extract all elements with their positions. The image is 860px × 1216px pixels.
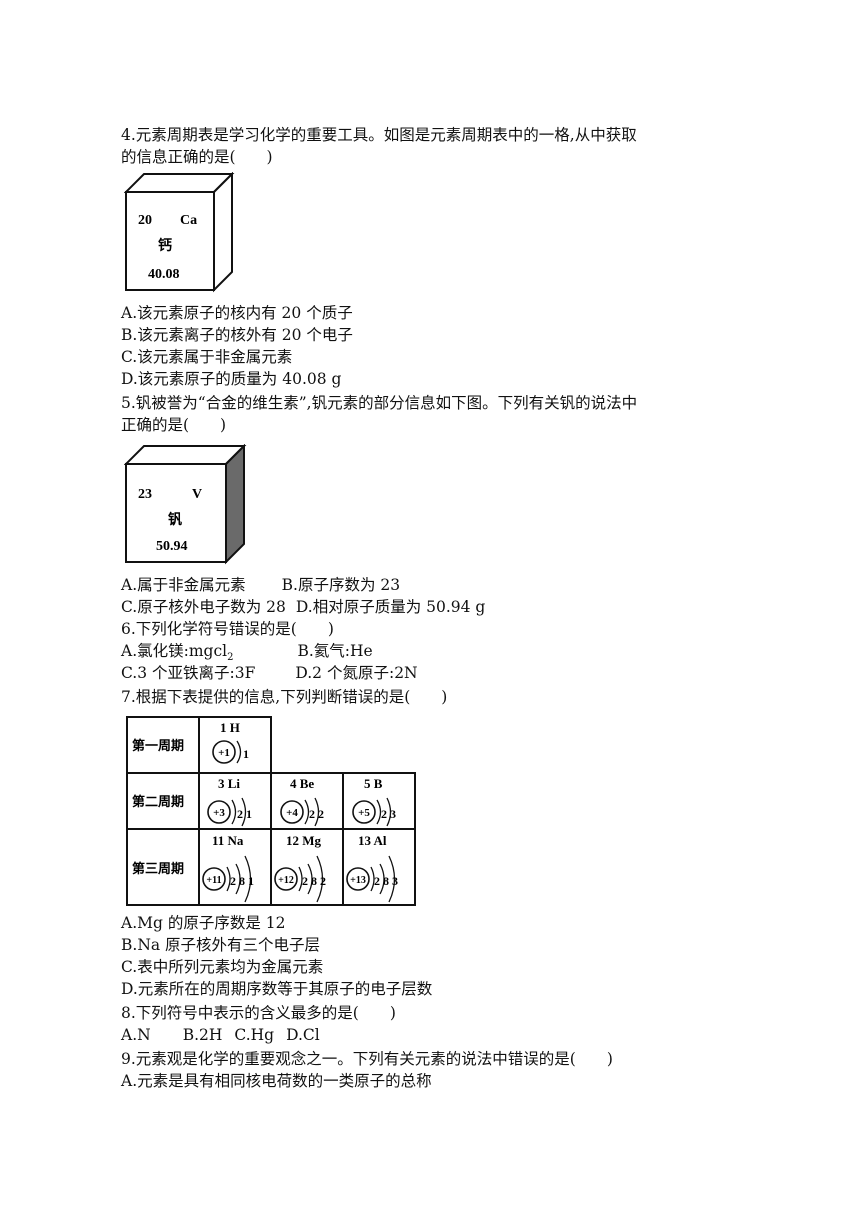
q7-option-a: A.Mg 的原子序数是 12 xyxy=(121,914,286,932)
q7-cell-h-label: 1 H xyxy=(220,720,240,735)
q7-cell-be-label: 4 Be xyxy=(290,776,314,791)
q5-tile-number: 23 xyxy=(138,487,152,502)
q7-cell-na: 11 Na +11 2 8 1 xyxy=(202,833,254,903)
q6-option-a: A.氯化镁:mgcl2 xyxy=(121,642,234,664)
q7-cell-na-label: 11 Na xyxy=(212,833,244,848)
q7-cell-b: 5 B +5 2 3 xyxy=(352,776,396,827)
q7-cell-mg: 12 Mg +12 2 8 2 xyxy=(274,833,326,903)
q9-stem: 9.元素观是化学的重要观念之一。下列有关元素的说法中错误的是( ) xyxy=(121,1050,613,1068)
q7-cell-mg-shells: 2 8 2 xyxy=(302,874,326,888)
q7-cell-b-shells: 2 3 xyxy=(381,807,396,821)
q7-option-d: D.元素所在的周期序数等于其原子的电子层数 xyxy=(121,980,433,998)
q6-options-row1: A.氯化镁:mgcl2 B.氦气:He xyxy=(121,640,373,669)
q6-option-c: C.3 个亚铁离子:3F xyxy=(121,664,256,682)
q7-period-label-3: 第三周期 xyxy=(132,861,184,877)
q4-tile-mass: 40.08 xyxy=(148,267,180,282)
q4-tile-number: 20 xyxy=(138,213,152,228)
q7-cell-be-shells: 2 2 xyxy=(309,807,324,821)
q5-option-b: B.原子序数为 23 xyxy=(281,576,401,594)
q7-cell-h-nucleus: +1 xyxy=(218,747,230,759)
q7-cell-be-nucleus: +4 xyxy=(286,807,298,819)
q7-period-label-2: 第二周期 xyxy=(132,794,184,810)
q7-periodic-table: 第一周期 第二周期 第三周期 1 H +1 1 3 Li +3 2 1 4 Be… xyxy=(126,716,418,914)
q6-options-row2: C.3 个亚铁离子:3F D.2 个氮原子:2N xyxy=(121,662,418,684)
q7-cell-al: 13 Al +13 2 8 3 xyxy=(346,833,398,903)
q7-cell-al-shells: 2 8 3 xyxy=(374,874,398,888)
q7-cell-na-nucleus: +11 xyxy=(206,875,221,886)
q4-option-a: A.该元素原子的核内有 20 个质子 xyxy=(121,304,353,322)
q7-cell-mg-nucleus: +12 xyxy=(278,875,294,886)
q5-stem-line2: 正确的是( ) xyxy=(121,416,227,434)
q6-stem: 6.下列化学符号错误的是( ) xyxy=(121,620,334,638)
q5-options-row2: C.原子核外电子数为 28 D.相对原子质量为 50.94 g xyxy=(121,596,485,618)
q7-option-b: B.Na 原子核外有三个电子层 xyxy=(121,936,321,954)
q5-tile-symbol: V xyxy=(192,487,202,502)
q6-option-b: B.氦气:He xyxy=(297,642,373,660)
q8-option-c: C.Hg xyxy=(234,1026,275,1044)
q8-options-row: A.N B.2H C.Hg D.Cl xyxy=(121,1024,320,1046)
q7-cell-b-nucleus: +5 xyxy=(358,807,370,819)
q5-options-row1: A.属于非金属元素 B.原子序数为 23 xyxy=(121,574,400,596)
q7-cell-h-shells: 1 xyxy=(243,747,249,761)
q7-cell-na-shells: 2 8 1 xyxy=(230,874,254,888)
q4-option-b: B.该元素离子的核外有 20 个电子 xyxy=(121,326,353,344)
q7-cell-li-label: 3 Li xyxy=(218,776,240,791)
q7-cell-al-nucleus: +13 xyxy=(350,875,366,886)
q5-option-c: C.原子核外电子数为 28 xyxy=(121,598,286,616)
q5-tile-name: 钒 xyxy=(168,512,182,528)
q4-element-tile: 20 Ca 钙 40.08 xyxy=(124,172,236,294)
q8-option-a: A.N xyxy=(121,1026,151,1044)
q7-cell-b-label: 5 B xyxy=(364,776,383,791)
q4-stem-line2: 的信息正确的是( ) xyxy=(121,148,273,166)
q8-stem: 8.下列符号中表示的含义最多的是( ) xyxy=(121,1004,396,1022)
q7-cell-li-shells: 2 1 xyxy=(237,807,252,821)
q7-cell-mg-label: 12 Mg xyxy=(286,833,322,848)
q7-cell-h: 1 H +1 1 xyxy=(212,720,249,764)
q7-cell-li: 3 Li +3 2 1 xyxy=(207,776,252,827)
q5-stem-line1: 5.钒被誉为“合金的维生素”,钒元素的部分信息如下图。下列有关钒的说法中 xyxy=(121,394,638,412)
q7-stem: 7.根据下表提供的信息,下列判断错误的是( ) xyxy=(121,688,448,706)
q5-option-a: A.属于非金属元素 xyxy=(121,576,246,594)
q5-element-tile: 23 V 钒 50.94 xyxy=(124,444,248,566)
q7-cell-li-nucleus: +3 xyxy=(213,807,225,819)
q7-cell-be: 4 Be +4 2 2 xyxy=(280,776,324,827)
q7-option-c: C.表中所列元素均为金属元素 xyxy=(121,958,324,976)
q6-option-d: D.2 个氮原子:2N xyxy=(295,664,418,682)
q5-option-d: D.相对原子质量为 50.94 g xyxy=(295,598,486,616)
q5-tile-mass: 50.94 xyxy=(156,539,188,554)
q8-option-d: D.Cl xyxy=(286,1026,320,1044)
q7-period-label-1: 第一周期 xyxy=(132,738,184,754)
q7-cell-al-label: 13 Al xyxy=(358,833,387,848)
q4-tile-name: 钙 xyxy=(158,237,172,254)
q9-option-a: A.元素是具有相同核电荷数的一类原子的总称 xyxy=(121,1072,432,1090)
q4-stem-line1: 4.元素周期表是学习化学的重要工具。如图是元素周期表中的一格,从中获取 xyxy=(121,126,637,144)
q4-option-d: D.该元素原子的质量为 40.08 g xyxy=(121,370,342,388)
q4-tile-symbol: Ca xyxy=(180,213,197,228)
q8-option-b: B.2H xyxy=(182,1026,223,1044)
q4-option-c: C.该元素属于非金属元素 xyxy=(121,348,293,366)
